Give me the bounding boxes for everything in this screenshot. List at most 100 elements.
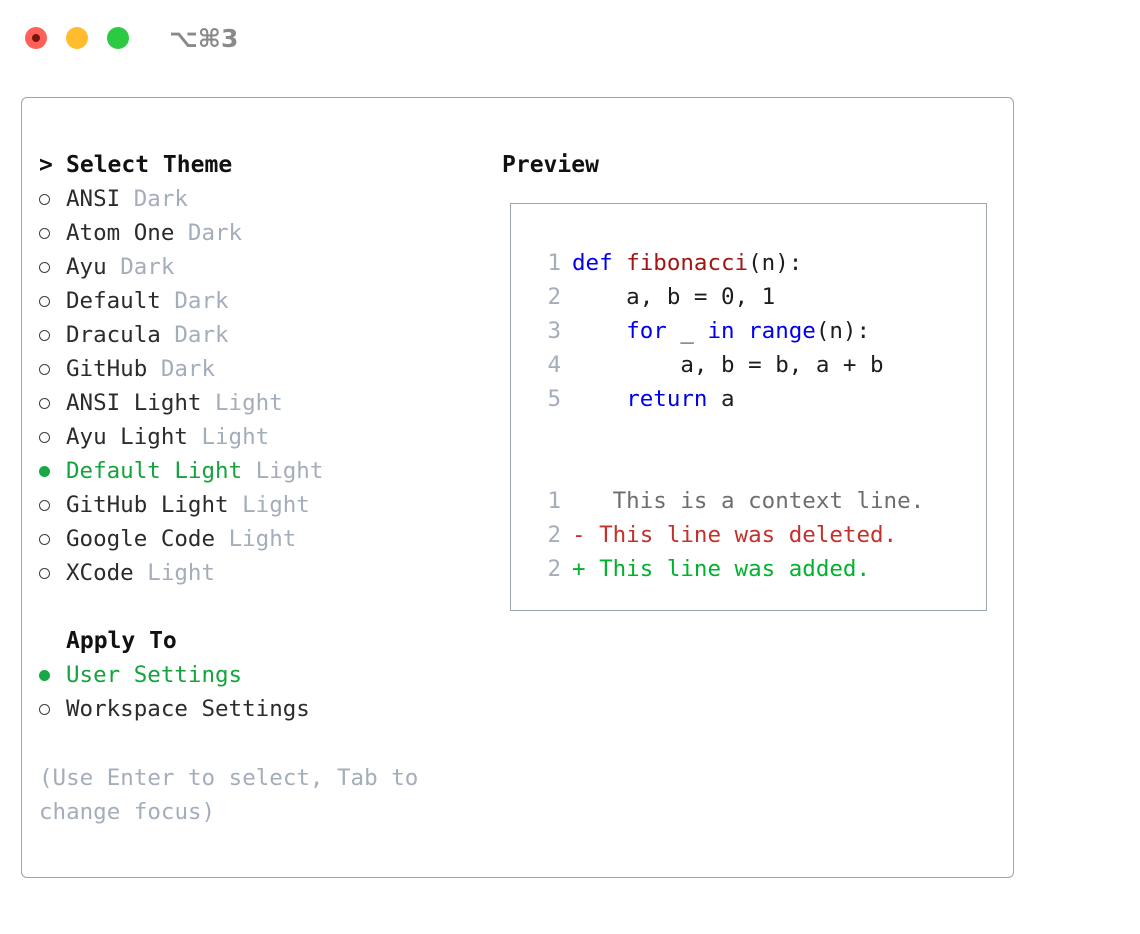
radio-unselected-icon[interactable]	[39, 703, 66, 715]
code-token	[572, 318, 626, 344]
code-token: def	[572, 250, 627, 276]
select-theme-label: Select Theme	[66, 152, 233, 178]
minimize-button[interactable]	[66, 27, 88, 49]
preview-heading: Preview	[502, 152, 599, 178]
radio-unselected-icon[interactable]	[39, 363, 66, 375]
line-number: 2	[547, 284, 561, 310]
theme-option-label: Ayu	[66, 254, 107, 280]
theme-option-dracula[interactable]: Dracula Dark	[39, 318, 479, 352]
apply-to-option-workspace-settings[interactable]: Workspace Settings	[39, 692, 479, 726]
title-bar: ⌥⌘3	[0, 0, 1140, 76]
line-number: 2	[547, 556, 561, 582]
code-token	[572, 386, 626, 412]
theme-option-tag: Dark	[133, 186, 188, 212]
code-token: in	[707, 318, 749, 344]
keyboard-hint: (Use Enter to select, Tab to change focu…	[39, 765, 419, 825]
radio-unselected-icon[interactable]	[39, 193, 66, 205]
select-theme-heading: > Select Theme	[39, 148, 479, 182]
diff-line-text: This is a context line.	[572, 484, 925, 518]
theme-option-tag: Dark	[187, 220, 243, 246]
code-blank-line	[531, 416, 924, 450]
theme-option-github-light[interactable]: GitHub Light Light	[39, 488, 479, 522]
theme-option-label: XCode	[66, 560, 134, 586]
radio-unselected-icon[interactable]	[39, 295, 66, 307]
code-line-text: a, b = 0, 1	[572, 280, 775, 314]
theme-option-github[interactable]: GitHub Dark	[39, 352, 479, 386]
line-number: 5	[547, 386, 561, 412]
theme-option-tag: Dark	[174, 322, 229, 348]
radio-unselected-icon[interactable]	[39, 261, 66, 273]
window-title: ⌥⌘3	[169, 23, 239, 53]
code-token: (n):	[815, 318, 871, 344]
theme-option-default-light[interactable]: Default Light Light	[39, 454, 479, 488]
code-line: 5 return a	[531, 382, 924, 416]
code-token: a, b = 0, 1	[572, 284, 776, 310]
diff-marker	[572, 488, 586, 514]
apply-to-option-user-settings[interactable]: User Settings	[39, 658, 479, 692]
code-token: range	[748, 318, 816, 344]
theme-option-tag: Light	[255, 458, 324, 484]
theme-option-ansi-light[interactable]: ANSI Light Light	[39, 386, 479, 420]
diff-line: 1 This is a context line.	[531, 484, 924, 518]
radio-unselected-icon[interactable]	[39, 499, 66, 511]
line-number: 1	[547, 488, 561, 514]
radio-unselected-icon[interactable]	[39, 227, 66, 239]
traffic-light-controls	[25, 27, 148, 49]
theme-option-tag: Light	[147, 560, 216, 586]
theme-option-label: Default Light	[66, 458, 243, 484]
theme-option-google-code[interactable]: Google Code Light	[39, 522, 479, 556]
preview-column: Preview	[502, 148, 1002, 182]
code-token: _	[666, 318, 708, 344]
code-token: fibonacci	[626, 250, 749, 276]
apply-to-heading: Apply To	[66, 628, 177, 654]
diff-line-text: + This line was added.	[572, 552, 870, 586]
code-line-text: return a	[572, 382, 735, 416]
theme-option-label: ANSI	[66, 186, 121, 212]
code-line: 4 a, b = b, a + b	[531, 348, 924, 382]
radio-selected-icon[interactable]	[39, 669, 66, 681]
radio-unselected-icon[interactable]	[39, 397, 66, 409]
code-blank-line	[531, 450, 924, 484]
close-button[interactable]	[25, 27, 47, 49]
theme-option-label: ANSI Light	[66, 390, 202, 416]
theme-option-tag: Dark	[160, 356, 216, 382]
radio-unselected-icon[interactable]	[39, 329, 66, 341]
theme-option-atom-one[interactable]: Atom One Dark	[39, 216, 479, 250]
theme-option-ayu-light[interactable]: Ayu Light Light	[39, 420, 479, 454]
diff-body: This is a context line.	[585, 488, 925, 514]
theme-option-tag: Light	[215, 390, 283, 416]
theme-option-label: Atom One	[66, 220, 175, 246]
theme-option-label: Google Code	[66, 526, 216, 552]
code-line-text: a, b = b, a + b	[572, 348, 883, 382]
line-number: 4	[547, 352, 561, 378]
theme-option-xcode[interactable]: XCode Light	[39, 556, 479, 590]
apply-to-option-label: Workspace Settings	[66, 696, 310, 722]
line-number: 3	[547, 318, 561, 344]
radio-unselected-icon[interactable]	[39, 533, 66, 545]
theme-option-default[interactable]: Default Dark	[39, 284, 479, 318]
theme-option-ayu[interactable]: Ayu Dark	[39, 250, 479, 284]
code-token: a	[707, 386, 735, 412]
theme-option-tag: Light	[242, 492, 310, 518]
radio-selected-icon[interactable]	[39, 465, 66, 477]
theme-option-ansi[interactable]: ANSI Dark	[39, 182, 479, 216]
line-number: 1	[547, 250, 561, 276]
caret-icon: >	[39, 152, 53, 178]
apply-to-option-label: User Settings	[66, 662, 243, 688]
code-token: return	[626, 386, 708, 412]
diff-line: 2 + This line was added.	[531, 552, 924, 586]
diff-marker: -	[572, 522, 586, 548]
list-gap-spacer	[39, 590, 479, 624]
theme-option-label: GitHub	[66, 356, 148, 382]
diff-line: 2- This line was deleted.	[531, 518, 924, 552]
theme-option-label: Default	[66, 288, 161, 314]
radio-unselected-icon[interactable]	[39, 567, 66, 579]
radio-unselected-icon[interactable]	[39, 431, 66, 443]
theme-option-tag: Dark	[174, 288, 229, 314]
maximize-button[interactable]	[107, 27, 129, 49]
